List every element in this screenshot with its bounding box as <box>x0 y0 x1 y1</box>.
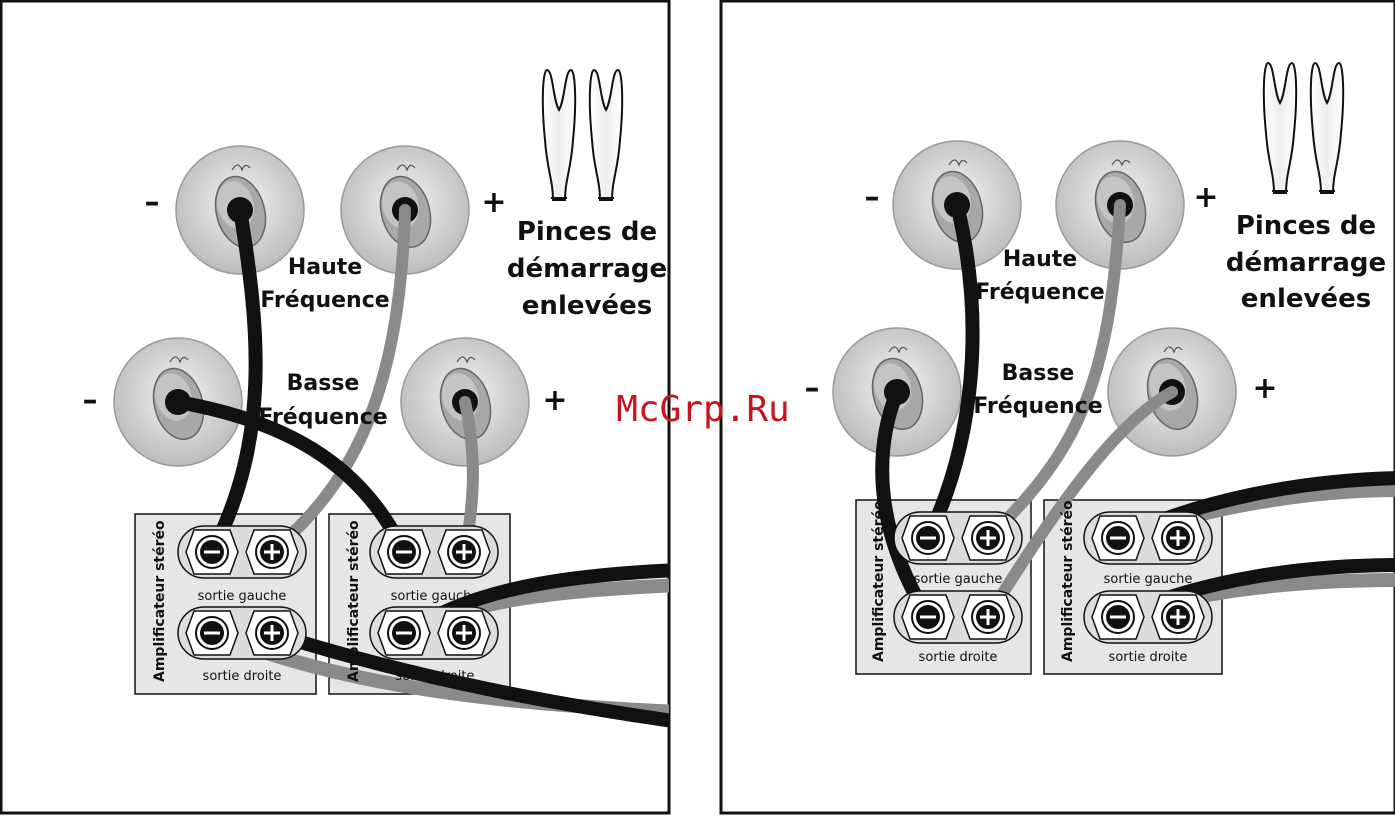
amp-label: Amplificateur stéréo <box>871 500 887 662</box>
amp-label: Amplificateur stéréo <box>152 520 168 682</box>
sign-plus: + <box>1193 180 1218 215</box>
label-frequence: Fréquence <box>260 288 389 313</box>
label-pinces: Pinces de <box>517 217 657 247</box>
label-enlevees: enlevées <box>522 291 652 321</box>
sign-minus: – <box>145 185 160 220</box>
label-basse: Basse <box>1002 361 1075 386</box>
label-haute: Haute <box>1003 247 1077 272</box>
label-frequence: Fréquence <box>975 280 1104 305</box>
label-sortie-droite: sortie droite <box>203 669 282 684</box>
label-sortie-droite: sortie droite <box>1109 650 1188 665</box>
screw-pair <box>370 526 498 578</box>
label-sortie-droite: sortie droite <box>396 669 475 684</box>
label-demarrage: démarrage <box>1226 248 1386 278</box>
sign-plus: + <box>481 185 506 220</box>
screw-pair <box>178 607 306 659</box>
label-sortie-droite: sortie droite <box>919 650 998 665</box>
screw-pair <box>178 526 306 578</box>
watermark: McGrp.Ru <box>616 389 789 430</box>
sign-minus: – <box>865 180 880 215</box>
screw-pair <box>1084 512 1212 564</box>
label-enlevees: enlevées <box>1241 284 1371 314</box>
amp-label: Amplificateur stéréo <box>1060 500 1076 662</box>
left-panel: – + – + Haute Fréquence Basse Fréquence … <box>83 69 669 728</box>
amp-label: Amplificateur stéréo <box>346 520 362 682</box>
label-haute: Haute <box>288 255 362 280</box>
label-frequence: Fréquence <box>973 394 1102 419</box>
right-panel: – + – + Haute Fréquence Basse Fréquence … <box>805 62 1395 675</box>
sign-plus: + <box>542 383 567 418</box>
sign-plus: + <box>1252 371 1277 406</box>
label-sortie-gauche: sortie gauche <box>1104 572 1193 587</box>
screw-pair <box>370 607 498 659</box>
label-pinces: Pinces de <box>1236 211 1376 241</box>
screw-pair <box>894 591 1022 643</box>
screw-pair <box>894 512 1022 564</box>
sign-minus: – <box>83 383 98 418</box>
label-sortie-gauche: sortie gauche <box>198 589 287 604</box>
label-demarrage: démarrage <box>507 254 667 284</box>
sign-minus: – <box>805 371 820 406</box>
screw-pair <box>1084 591 1212 643</box>
label-sortie-gauche: sortie gauche <box>914 572 1003 587</box>
label-frequence: Fréquence <box>258 405 387 430</box>
label-basse: Basse <box>287 371 360 396</box>
label-sortie-gauche: sortie gauche <box>391 589 480 604</box>
